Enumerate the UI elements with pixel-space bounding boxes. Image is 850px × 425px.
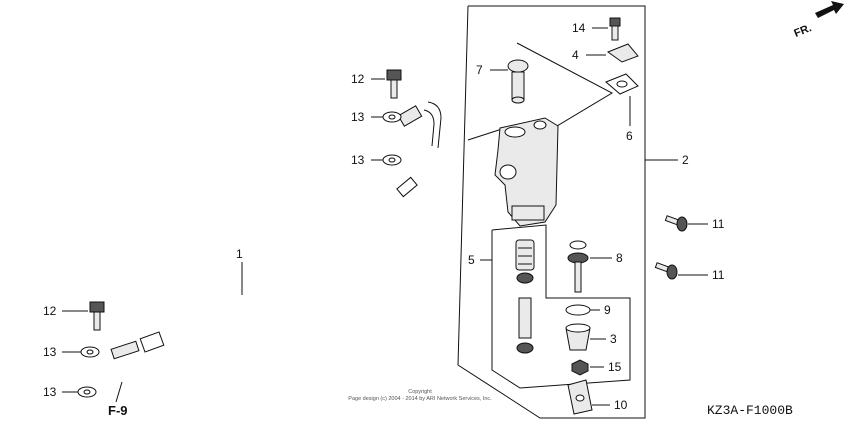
piston-set-5 [515, 239, 535, 354]
callout-13-b: 13 [351, 153, 365, 167]
callout-15: 15 [608, 360, 622, 374]
callout-12-lower: 12 [43, 304, 57, 318]
front-direction-indicator: FR. [792, 1, 844, 40]
bolt-14 [609, 17, 621, 41]
joint-7 [507, 59, 529, 104]
bolt-12-upper [386, 69, 402, 99]
callout-10: 10 [614, 398, 628, 412]
leader-lines [62, 27, 708, 406]
callout-13-a: 13 [351, 110, 365, 124]
bolt-11-upper [664, 215, 688, 232]
callout-13-c: 13 [43, 345, 57, 359]
boot-3 [565, 323, 591, 351]
diaphragm-6 [605, 73, 639, 95]
callout-8: 8 [616, 251, 623, 265]
assembly-bracket-lines [457, 5, 678, 419]
callout-1: 1 [236, 247, 243, 261]
joint-10 [567, 379, 593, 415]
callout-13-d: 13 [43, 385, 57, 399]
nut-15 [571, 359, 589, 376]
callout-4: 4 [572, 48, 579, 62]
callout-7: 7 [476, 63, 483, 77]
callout-3: 3 [610, 332, 617, 346]
washer-13-a [382, 111, 402, 123]
reservoir-hose-drawing [104, 90, 447, 360]
cap-4 [606, 43, 639, 63]
callout-6: 6 [626, 129, 633, 143]
diagram-code: KZ3A-F1000B [707, 403, 793, 418]
copyright-line-2: Page design (c) 2004 - 2014 by ARI Netwo… [348, 396, 492, 402]
washer-13-c [80, 346, 100, 358]
washer-13-b [382, 154, 402, 166]
front-label: FR. [792, 22, 813, 40]
washer-13-d [77, 386, 97, 398]
callout-14: 14 [572, 21, 586, 35]
bolt-11-lower [654, 262, 678, 280]
copyright-line-1: Copyright [408, 389, 432, 395]
callout-12-upper: 12 [351, 72, 365, 86]
push-rod-8 [567, 240, 589, 293]
callout-11-upper: 11 [712, 217, 725, 231]
callout-numbers: 1 2 3 4 5 6 7 8 9 10 11 11 12 12 13 13 1… [43, 21, 725, 412]
callout-11-lower: 11 [712, 268, 725, 282]
callout-2: 2 [682, 153, 689, 167]
master-cylinder-body [494, 117, 559, 227]
callout-9: 9 [604, 303, 611, 317]
figure-reference: F-9 [108, 403, 128, 418]
callout-5: 5 [468, 253, 475, 267]
bolt-12-lower [89, 301, 105, 331]
o-ring-9 [565, 304, 591, 316]
